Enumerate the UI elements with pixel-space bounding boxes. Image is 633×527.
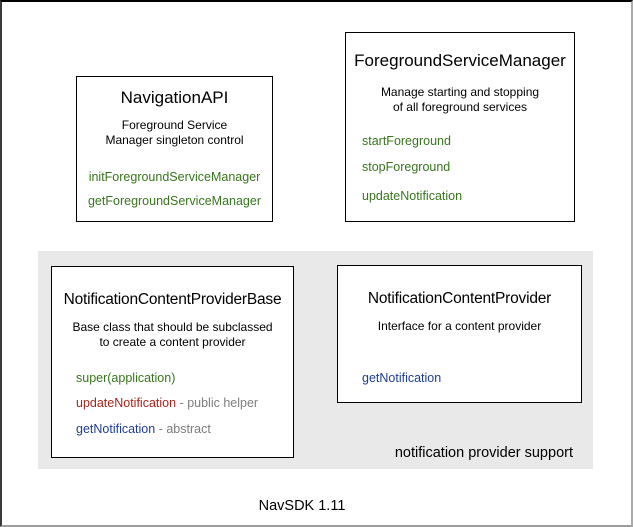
method-update-notification: updateNotification xyxy=(362,189,463,203)
box-description: Manage starting and stopping of all fore… xyxy=(346,85,574,115)
method-get-notification: getNotification xyxy=(362,371,442,385)
method-label: getNotification xyxy=(76,422,156,436)
description-line: Manage starting and stopping xyxy=(380,85,540,99)
box-description: Base class that should be subclassed to … xyxy=(52,320,293,350)
description-line: of all foreground services xyxy=(392,100,528,114)
description-line: Manager singleton control xyxy=(105,133,244,147)
diagram-caption: NavSDK 1.11 xyxy=(258,498,346,514)
box-description: Foreground Service Manager singleton con… xyxy=(77,118,272,148)
method-super-application: super(application) xyxy=(76,371,176,385)
box-title: NotificationContentProvider xyxy=(367,290,552,307)
method-update-notification: updateNotification - public helper xyxy=(52,395,293,411)
method-stop-foreground: stopForeground xyxy=(362,160,451,174)
description-line: Foreground Service xyxy=(121,118,228,132)
box-title: ForegroundServiceManager xyxy=(354,51,566,70)
method-get-notification: getNotification - abstract xyxy=(52,421,293,437)
region-label: notification provider support xyxy=(394,445,573,461)
navigation-api-box: NavigationAPI Foreground Service Manager… xyxy=(76,76,273,222)
description-line: Interface for a content provider xyxy=(377,319,542,333)
description-line: Base class that should be subclassed xyxy=(72,320,273,334)
method-note: - abstract xyxy=(158,422,211,436)
method-start-foreground: startForeground xyxy=(362,134,451,148)
method-init-foreground-service-manager: initForegroundServiceManager xyxy=(88,170,261,184)
box-description: Interface for a content provider xyxy=(338,319,581,334)
description-line: to create a content provider xyxy=(99,335,246,349)
box-title: NotificationContentProviderBase xyxy=(63,291,282,308)
method-get-foreground-service-manager: getForegroundServiceManager xyxy=(87,194,262,208)
foreground-service-manager-box: ForegroundServiceManager Manage starting… xyxy=(345,32,575,222)
notification-content-provider-box: NotificationContentProvider Interface fo… xyxy=(337,265,582,403)
box-title: NavigationAPI xyxy=(120,88,229,107)
method-label: updateNotification xyxy=(76,396,177,410)
notification-content-provider-base-box: NotificationContentProviderBase Base cla… xyxy=(51,266,294,458)
method-note: - public helper xyxy=(179,396,259,410)
